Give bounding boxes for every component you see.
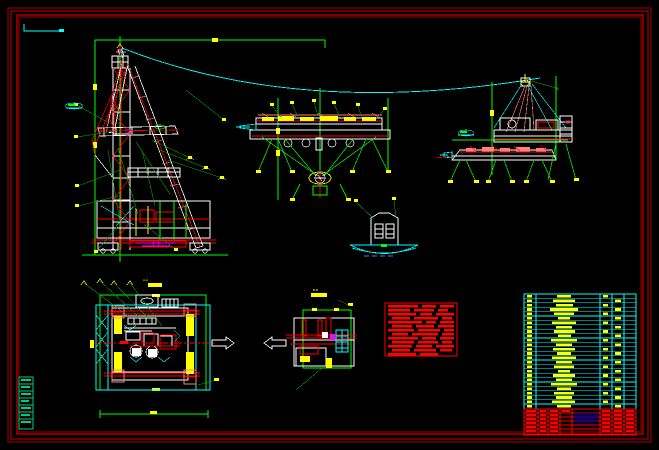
balloon-markers [74,103,226,253]
vessel-caption [364,255,393,257]
right-support-legs [449,143,577,183]
leader-lines [76,89,225,253]
bom-row-lines [524,298,636,405]
notes-text-lines [388,305,454,356]
section-direction-arrow [211,336,235,350]
sling-lines [261,136,377,177]
catwalk [127,167,181,178]
girder-machinery [262,116,376,121]
sheet-border [7,7,652,443]
bill-of-materials-table[interactable] [523,293,637,410]
bottom-dimension-line [99,410,209,418]
right-deck [493,115,573,143]
view-machinery-house-plan[interactable] [80,278,235,391]
a-frame-backstay [91,91,119,157]
view-vessel-cabin-detail[interactable] [349,197,419,257]
center-construction-lines [277,88,389,200]
view-title-aa: A-A [143,278,149,282]
view-title-bb: B-B [313,288,319,292]
section-red-members [286,317,356,355]
barge-cargo [466,147,546,152]
plan-corner-bogies [111,303,197,385]
deck-house [96,200,211,239]
svg-text:A: A [556,86,559,91]
sheet-corner-marker [23,24,64,32]
title-block-text [526,410,634,432]
detail-bubble [64,102,84,110]
bom-column-lines [535,294,625,409]
plan-cross-braces [95,314,109,365]
right-detail-bubble [457,129,475,137]
section-arrow-left [263,336,287,350]
support-legs [257,138,389,201]
technical-notes-block[interactable] [384,302,458,357]
hook-block [308,170,332,198]
title-name-cell [574,413,598,423]
right-boom-ropes [505,85,535,133]
plan-room [111,294,189,381]
trolley-sheaves [283,137,355,151]
view-right-crane-elevation[interactable]: A [435,74,579,183]
bom-cell-text [527,295,621,408]
travel-bogies [97,242,211,254]
view-main-crane-elevation[interactable] [64,36,541,262]
section-outline [293,317,355,367]
view-section-bb[interactable] [263,293,356,391]
hoist-rope-catenary [121,47,541,93]
cabin-box [370,212,399,246]
right-barge [451,149,557,161]
view-center-spreader-assembly[interactable] [236,88,391,201]
margin-revision-block[interactable] [18,376,34,430]
right-construction-lines [452,76,568,175]
title-block[interactable] [523,408,637,436]
